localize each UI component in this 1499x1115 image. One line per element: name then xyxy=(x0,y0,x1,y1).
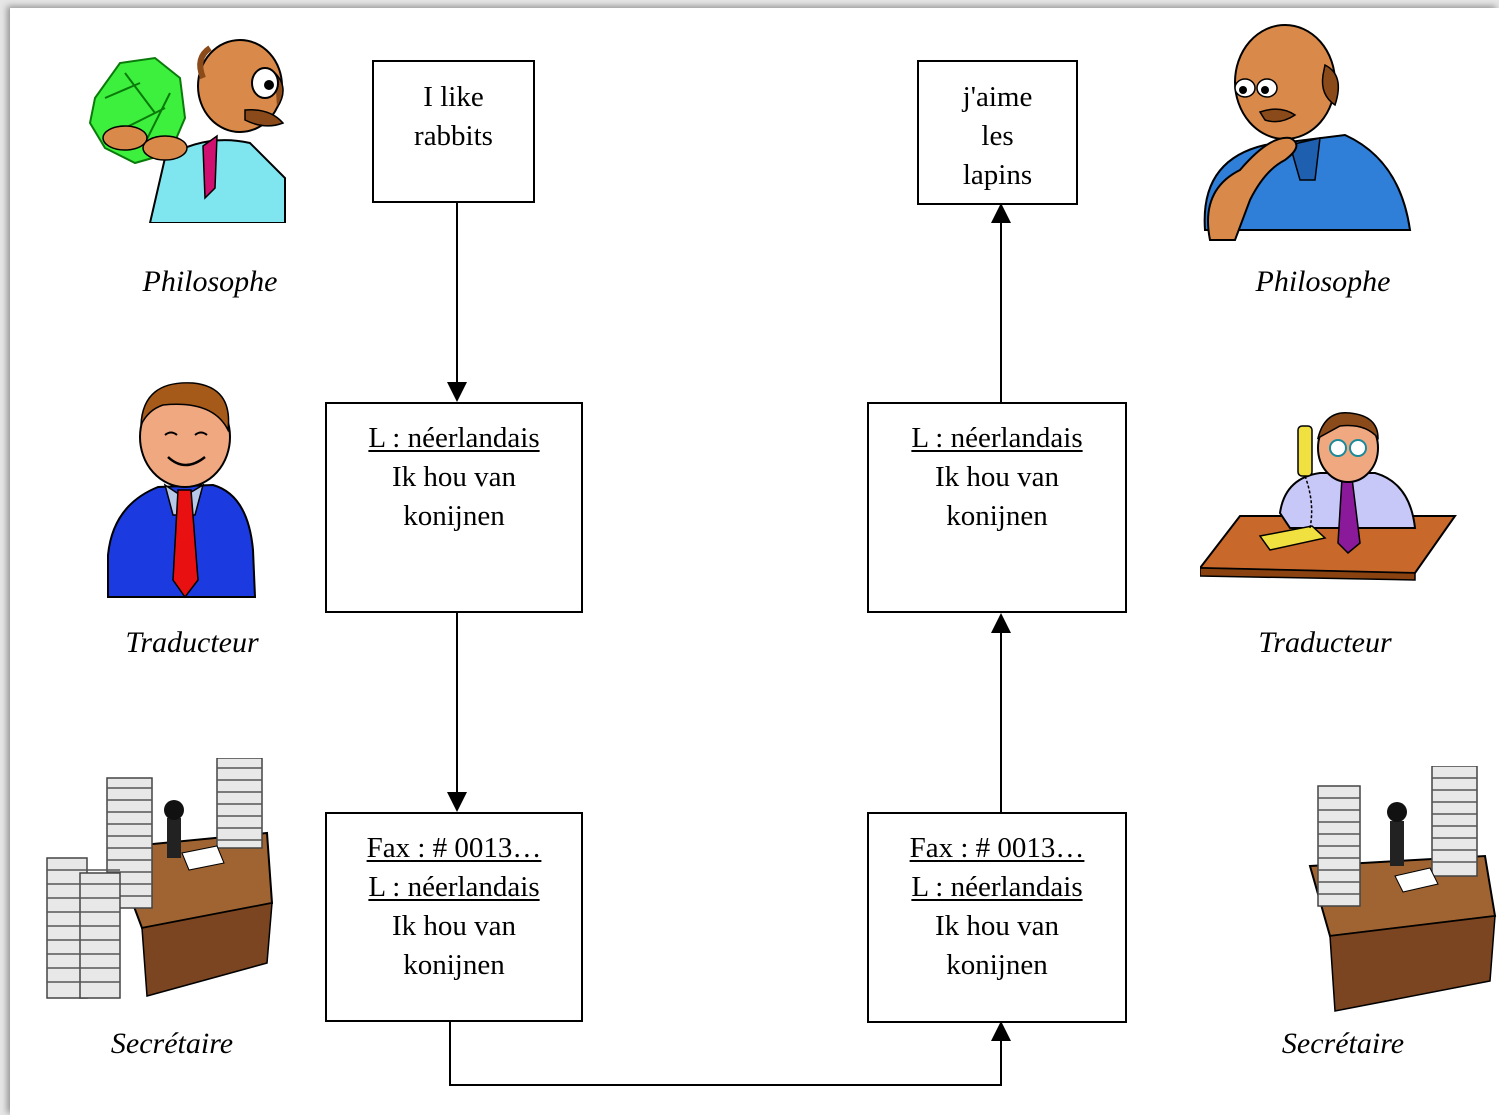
desk-with-paper-stacks-icon xyxy=(46,758,274,999)
caption-traducteur-right: Traducteur xyxy=(1258,626,1392,659)
language-label: L : néerlandais xyxy=(911,422,1083,454)
message-line: konijnen xyxy=(946,500,1048,532)
message-line: konijnen xyxy=(403,500,505,532)
sender-traducteur-box: L : néerlandais Ik hou van konijnen xyxy=(325,402,583,613)
message-line: Ik hou van xyxy=(934,461,1060,493)
message-line: rabbits xyxy=(414,120,493,152)
desk-with-paper-stacks-icon xyxy=(1308,766,1497,1012)
sender-philosophe-box: I like rabbits xyxy=(372,60,535,203)
receiver-secretaire-box: Fax : # 0013… L : néerlandais Ik hou van… xyxy=(867,812,1127,1023)
fax-label: Fax : # 0013… xyxy=(366,832,542,864)
transmission-line xyxy=(449,1020,1011,1086)
language-label: L : néerlandais xyxy=(368,871,540,903)
sender-secretaire-box: Fax : # 0013… L : néerlandais Ik hou van… xyxy=(325,812,583,1022)
message-line: j'aime xyxy=(962,81,1033,113)
message-line: lapins xyxy=(962,159,1033,191)
message-line: konijnen xyxy=(403,949,505,981)
message-line: Ik hou van xyxy=(391,461,517,493)
caption-secretaire-left: Secrétaire xyxy=(110,1027,234,1060)
message-line: konijnen xyxy=(946,949,1048,981)
message-line: I like xyxy=(423,81,484,113)
receiver-traducteur-box: L : néerlandais Ik hou van konijnen xyxy=(867,402,1127,613)
smiling-man-in-suit-icon xyxy=(107,382,257,599)
message-line: les xyxy=(981,120,1014,152)
message-line: Ik hou van xyxy=(391,910,517,942)
man-on-phone-at-desk-icon xyxy=(1200,411,1457,581)
message-line: Ik hou van xyxy=(934,910,1060,942)
language-label: L : néerlandais xyxy=(911,871,1083,903)
caption-philosophe-left: Philosophe xyxy=(142,265,278,298)
receiver-philosophe-box: j'aime les lapins xyxy=(917,60,1078,205)
caption-traducteur-left: Traducteur xyxy=(125,626,259,659)
bald-man-holding-money-icon xyxy=(88,39,286,223)
language-label: L : néerlandais xyxy=(368,422,540,454)
caption-philosophe-right: Philosophe xyxy=(1255,265,1391,298)
fax-label: Fax : # 0013… xyxy=(909,832,1085,864)
bald-man-thinking-icon xyxy=(1203,24,1412,241)
caption-secretaire-right: Secrétaire xyxy=(1281,1027,1405,1060)
